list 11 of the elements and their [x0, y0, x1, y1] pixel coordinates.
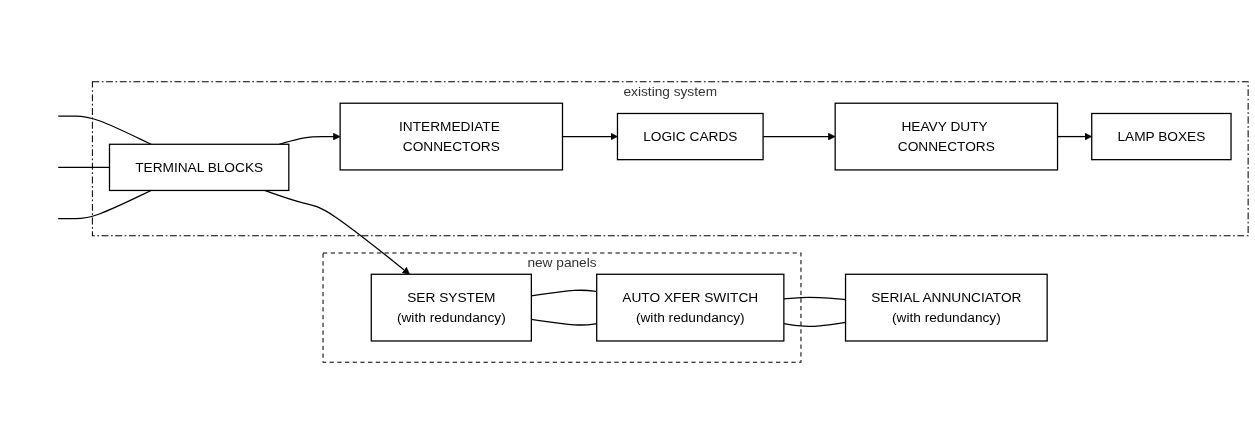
node-box: SERIAL ANNUNCIATOR (with redundancy): [844, 274, 1048, 342]
node-box: AUTO XFER SWITCH (with redundancy): [596, 274, 785, 342]
node-box: INTERMEDIATE CONNECTORS: [339, 102, 564, 171]
connector: [57, 190, 152, 220]
connector: [57, 115, 152, 146]
node-box: LOGIC CARDS: [616, 113, 764, 161]
node-box: TERMINAL BLOCKS: [108, 144, 290, 192]
node-box: HEAVY DUTY CONNECTORS: [834, 102, 1059, 171]
node-box: LAMP BOXES: [1091, 113, 1232, 161]
node-box: SER SYSTEM (with redundancy): [370, 274, 532, 342]
arrow: [264, 190, 410, 275]
